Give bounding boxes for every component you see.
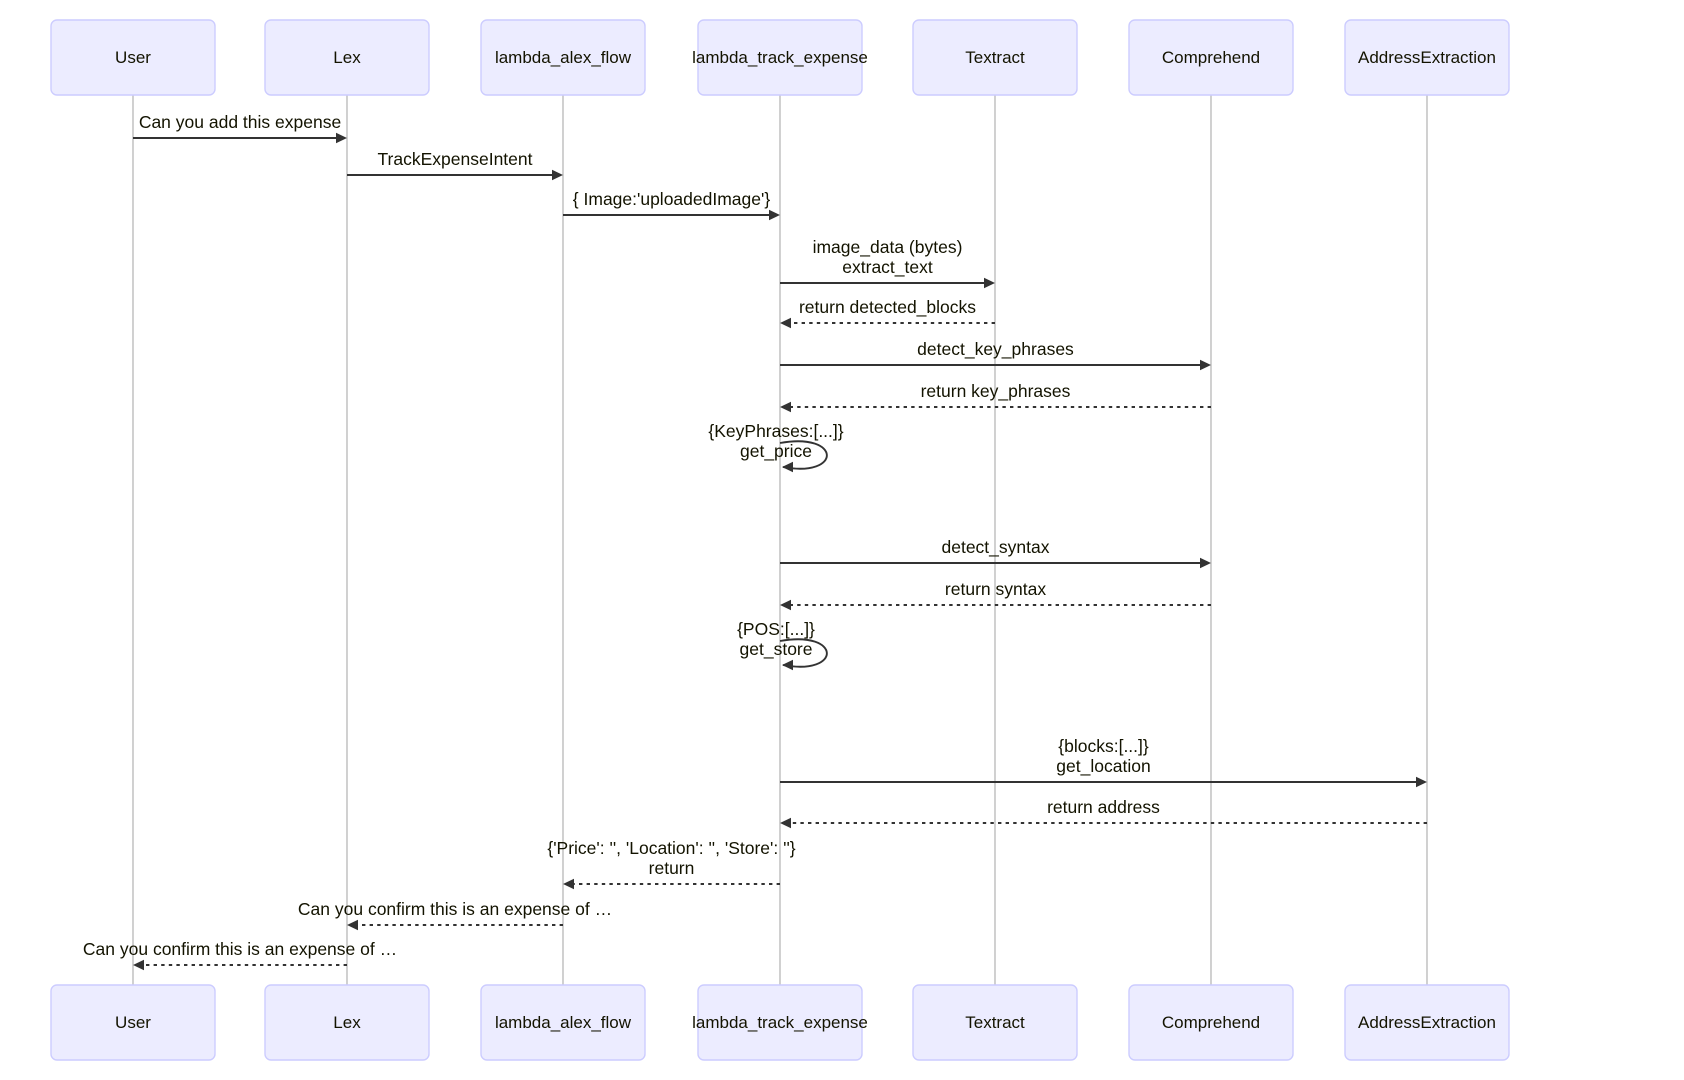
- self-loop-11: [779, 638, 828, 668]
- actor-box-top-comprehend[interactable]: [1128, 19, 1294, 96]
- message-label-16: Can you confirm this is an expense of …: [83, 939, 397, 959]
- message-payload-8: {KeyPhrases:[...]}: [708, 421, 843, 441]
- arrowhead-msg-12: [1416, 776, 1427, 788]
- message-label-7: return key_phrases: [921, 381, 1071, 402]
- arrowhead-msg-9: [1200, 557, 1211, 569]
- actor-label-bottom-lambda_alex_flow: lambda_alex_flow: [495, 1013, 632, 1032]
- arrowhead-msg-5: [780, 317, 791, 329]
- message-label-6: detect_key_phrases: [917, 339, 1074, 360]
- arrowhead-msg-11: [782, 659, 793, 671]
- message-payload-4: image_data (bytes): [813, 237, 963, 258]
- message-label-3: { Image:'uploadedImage'}: [573, 189, 771, 209]
- actor-box-top-user[interactable]: [50, 19, 216, 96]
- message-label-8: get_price: [740, 441, 812, 462]
- actor-box-top-lambda_track_expense[interactable]: [697, 19, 863, 96]
- message-label-9: detect_syntax: [942, 537, 1050, 558]
- actor-label-bottom-textract: Textract: [965, 1013, 1025, 1032]
- actor-boxes-top: User Lex lambda_alex_flow lambda_track_expe…: [50, 19, 1510, 96]
- arrowhead-msg-3: [769, 209, 780, 221]
- arrowhead-msg-1: [336, 132, 347, 144]
- actor-box-top-address_extraction[interactable]: [1344, 19, 1510, 96]
- arrowhead-msg-10: [780, 599, 791, 611]
- actor-label-bottom-address_extraction: AddressExtraction: [1358, 1013, 1496, 1032]
- arrowhead-msg-8: [782, 461, 793, 473]
- actor-label-bottom-lex: Lex: [333, 1013, 361, 1032]
- arrowhead-msg-16: [133, 959, 144, 971]
- actor-label-bottom-lambda_track_expense: lambda_track_expense: [692, 1013, 868, 1032]
- actor-label-top-lex: Lex: [333, 48, 361, 67]
- actor-label-top-lambda_alex_flow: lambda_alex_flow: [495, 48, 632, 67]
- message-label-13: return address: [1047, 797, 1160, 817]
- message-label-5: return detected_blocks: [799, 297, 976, 318]
- messages-group: Can you add this expenseTrackExpenseInte…: [83, 112, 1427, 971]
- message-label-2: TrackExpenseIntent: [378, 149, 533, 169]
- message-label-1: Can you add this expense: [139, 112, 341, 132]
- actor-box-bottom-textract[interactable]: [912, 984, 1078, 1061]
- actor-box-top-lambda_alex_flow[interactable]: [480, 19, 646, 96]
- message-payload-14: {'Price': '', 'Location': '', 'Store': '…: [547, 838, 795, 858]
- arrowhead-msg-13: [780, 817, 791, 829]
- actor-box-bottom-lambda_track_expense[interactable]: [697, 984, 863, 1061]
- actor-label-top-user: User: [115, 48, 151, 67]
- actor-box-bottom-lambda_alex_flow[interactable]: [480, 984, 646, 1061]
- arrowhead-msg-6: [1200, 359, 1211, 371]
- actor-box-top-textract[interactable]: [912, 19, 1078, 96]
- actor-box-top-lex[interactable]: [264, 19, 430, 96]
- lifelines-group: [132, 95, 1428, 985]
- actor-box-bottom-address_extraction[interactable]: [1344, 984, 1510, 1061]
- arrowhead-msg-4: [984, 277, 995, 289]
- message-label-15: Can you confirm this is an expense of …: [298, 899, 612, 919]
- message-label-12: get_location: [1056, 756, 1150, 777]
- actor-label-top-textract: Textract: [965, 48, 1025, 67]
- arrowhead-msg-14: [563, 878, 574, 890]
- message-label-4: extract_text: [842, 257, 933, 278]
- message-label-10: return syntax: [945, 579, 1046, 599]
- actor-label-bottom-comprehend: Comprehend: [1162, 1013, 1260, 1032]
- message-label-11: get_store: [740, 639, 813, 660]
- actor-label-top-comprehend: Comprehend: [1162, 48, 1260, 67]
- arrowhead-msg-7: [780, 401, 791, 413]
- actor-box-bottom-lex[interactable]: [264, 984, 430, 1061]
- self-loop-8: [779, 440, 828, 470]
- actor-box-bottom-user[interactable]: [50, 984, 216, 1061]
- actor-label-top-lambda_track_expense: lambda_track_expense: [692, 48, 868, 67]
- actor-boxes-bottom: User Lex lambda_alex_flow lambda_track_expe…: [50, 984, 1510, 1061]
- message-payload-12: {blocks:[...]}: [1058, 736, 1149, 756]
- actor-box-bottom-comprehend[interactable]: [1128, 984, 1294, 1061]
- arrowhead-msg-2: [552, 169, 563, 181]
- actor-label-top-address_extraction: AddressExtraction: [1358, 48, 1496, 67]
- arrowhead-msg-15: [347, 919, 358, 931]
- message-payload-11: {POS:[...]}: [737, 619, 815, 639]
- message-label-14: return: [649, 858, 695, 878]
- actor-label-bottom-user: User: [115, 1013, 151, 1032]
